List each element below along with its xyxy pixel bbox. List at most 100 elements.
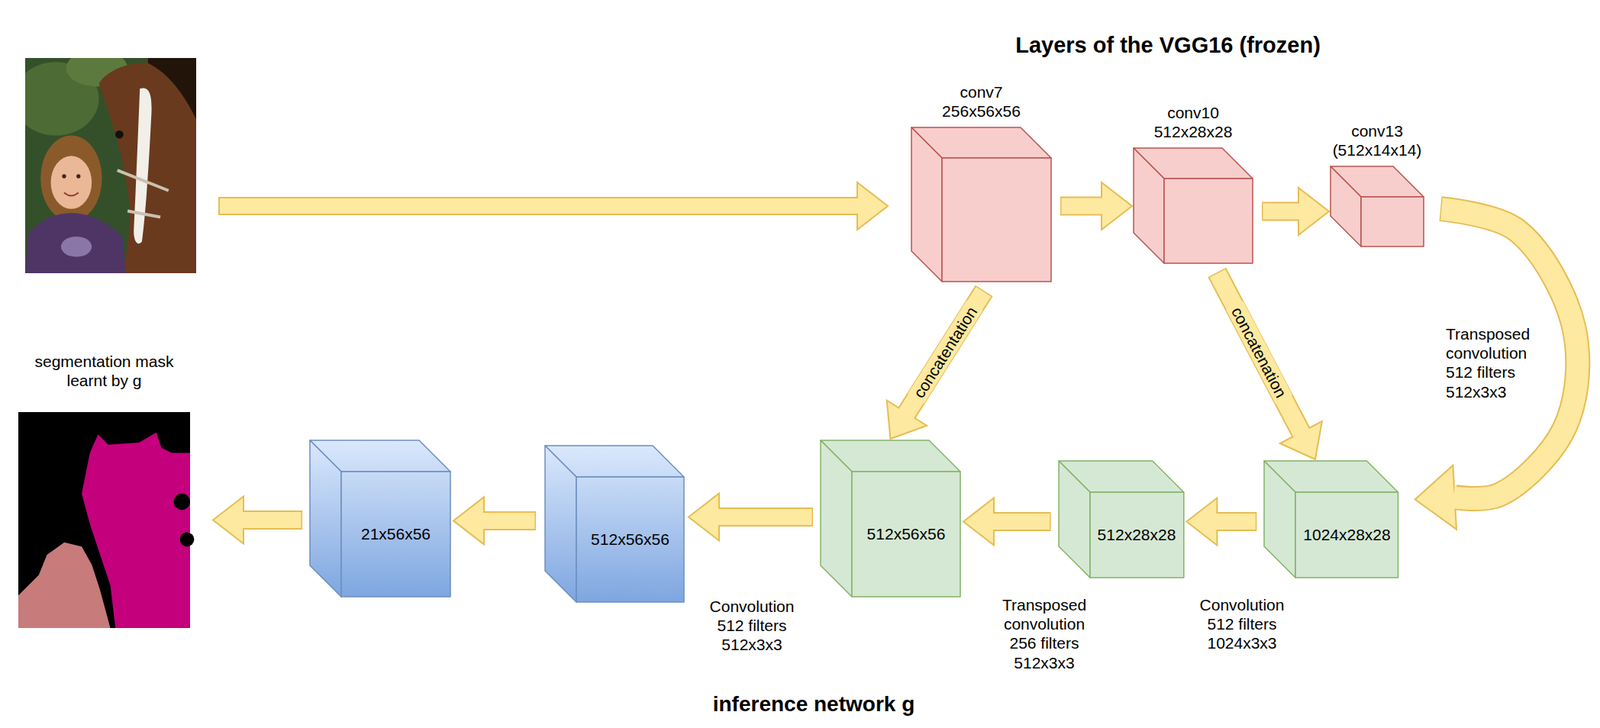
- layer-label: segmentation mask learnt by g: [18, 351, 191, 391]
- operation-label: Convolution 512 filters 1024x3x3: [1190, 595, 1294, 654]
- cube-face: [1330, 166, 1362, 247]
- block-outline: [1330, 166, 1424, 247]
- fat-arrow: [688, 493, 813, 541]
- fat-arrow: [1060, 182, 1133, 230]
- girl-shirt: [25, 212, 126, 274]
- cube-face: [1164, 178, 1253, 264]
- girl-face: [51, 155, 93, 209]
- girl-smile: [64, 192, 79, 196]
- fat-arrow: [1216, 272, 1323, 460]
- tensor-node: 512x56x56: [820, 440, 961, 597]
- mask-hole: [180, 532, 195, 548]
- arrow-body: [1263, 203, 1301, 220]
- girl-eye: [76, 174, 81, 178]
- arrow-head: [212, 496, 244, 545]
- mask-background: [18, 412, 191, 629]
- fat-arrow: [1261, 187, 1330, 236]
- diagram-caption: inference network g: [712, 691, 916, 718]
- cube-face: [1295, 492, 1398, 578]
- tensor-size: 512x56x56: [867, 524, 946, 544]
- cube-face: [1090, 492, 1184, 578]
- tensor-node: conv13 (512x14x14): [1330, 121, 1424, 247]
- cube-face: [941, 158, 1052, 282]
- girl-hair: [40, 135, 102, 222]
- block-outline: [820, 440, 961, 597]
- block-outline: [309, 440, 451, 597]
- block-face: [18, 412, 191, 629]
- cube-face: [1133, 148, 1165, 264]
- arrow-body: [992, 513, 1050, 530]
- arrow-body: [241, 512, 302, 529]
- tensor-block: 512x56x56: [545, 445, 684, 603]
- mask-person: [18, 542, 111, 629]
- arrow-body: [1441, 209, 1578, 500]
- arrow-head: [453, 496, 484, 545]
- tensor-block: 21x56x56: [309, 440, 451, 597]
- input-arrow: [219, 182, 888, 230]
- cube-face: [1058, 461, 1091, 578]
- cube-face: [820, 440, 852, 597]
- tensor-block: [911, 127, 1052, 282]
- fat-arrow: [963, 498, 1052, 546]
- tensor-node: conv10 512x28x28: [1133, 103, 1253, 264]
- block-face: 512x56x56: [576, 477, 684, 603]
- tensor-size: 512x56x56: [590, 529, 670, 549]
- cube-face: [309, 440, 342, 597]
- tensor-block: 512x28x28: [1058, 461, 1184, 578]
- arrow-outline: [1440, 209, 1578, 500]
- tensor-node: conv7 256x56x56: [911, 82, 1052, 282]
- operation-label: Convolution 512 filters 512x3x3: [700, 596, 804, 655]
- tensor-block: [1133, 148, 1253, 264]
- arrow-head: [1101, 182, 1133, 230]
- cube-face: [545, 445, 577, 603]
- shirt-print: [61, 236, 92, 258]
- tensor-block: 512x56x56: [820, 440, 961, 597]
- cube-face: [911, 127, 942, 282]
- block-face: [1361, 196, 1424, 247]
- fat-arrow: [1186, 498, 1257, 546]
- arrow-body: [1217, 273, 1302, 434]
- block-face: [941, 158, 1052, 282]
- operation-label: Transposed convolution 512 filters 512x3…: [1445, 324, 1542, 402]
- block-face: 1024x28x28: [1295, 492, 1398, 578]
- tensor-node: 512x56x56: [545, 445, 684, 603]
- mask-hole: [174, 493, 191, 510]
- tensor-node: 1024x28x28: [1264, 461, 1398, 578]
- fat-arrow: [1415, 209, 1578, 530]
- cube-face: [1264, 461, 1296, 578]
- arrow-body: [1061, 198, 1104, 215]
- horse-mane: [148, 58, 197, 120]
- layer-label: conv13 (512x14x14): [1332, 121, 1423, 160]
- operation-label: Transposed convolution 256 filters 512x3…: [993, 595, 1097, 673]
- arrow-head: [1186, 498, 1217, 546]
- fat-arrow: [212, 496, 303, 545]
- arrow-outline: [906, 290, 984, 413]
- fat-arrow: [453, 496, 536, 545]
- arrow-head: [1415, 465, 1457, 530]
- horse-eye: [115, 130, 124, 139]
- cube-face: [851, 471, 961, 597]
- block-outline: [1264, 461, 1398, 578]
- girl-eye: [61, 174, 66, 178]
- fat-arrow: [887, 290, 984, 439]
- block-outline: [1058, 461, 1184, 578]
- mask-image: [18, 412, 191, 629]
- tensor-block: 1024x28x28: [1264, 461, 1398, 578]
- tensor-node: 21x56x56: [309, 440, 451, 597]
- arrow-head: [688, 493, 720, 541]
- input-photo: [12, 49, 197, 274]
- block-outline: [545, 445, 684, 603]
- diagram-title: Layers of the VGG16 (frozen): [1015, 32, 1321, 59]
- arrow-head: [963, 498, 994, 546]
- horse-halter: [117, 170, 169, 217]
- tensor-node: 512x28x28: [1058, 461, 1184, 578]
- operation-label: concatenation: [1225, 301, 1293, 405]
- block-outline: [911, 127, 1052, 282]
- block-face: 512x28x28: [1090, 492, 1184, 578]
- arrow-body: [1215, 513, 1255, 530]
- cube-face: [1361, 196, 1424, 247]
- mask-frame: [18, 412, 191, 629]
